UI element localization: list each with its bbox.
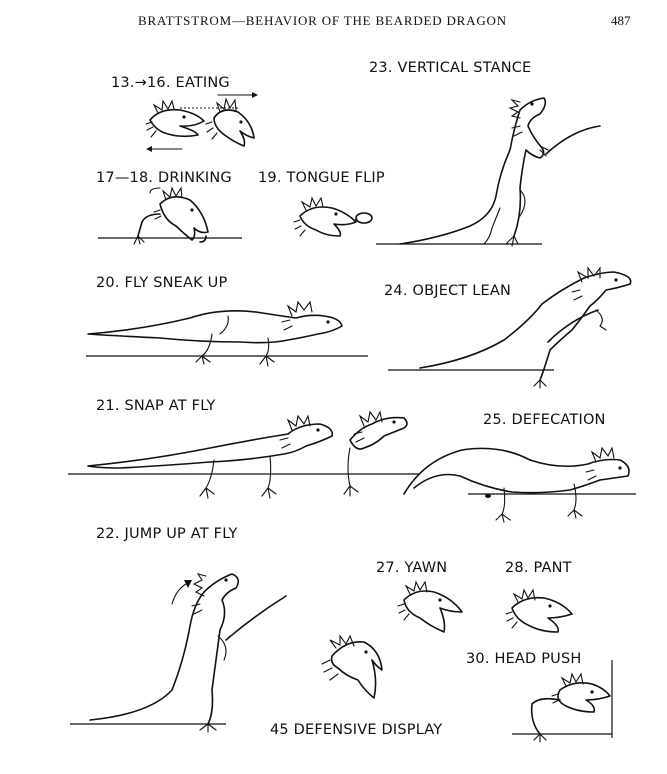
running-head: BRATTSTROM—BEHAVIOR OF THE BEARDED DRAGO…: [138, 13, 507, 28]
object-lean-drawing: [388, 266, 632, 389]
label-vertical-stance: 23. VERTICAL STANCE: [369, 60, 532, 76]
label-jump-up-at-fly: 22. JUMP UP AT FLY: [96, 526, 238, 542]
head-push-drawing: [512, 660, 613, 743]
label-snap-at-fly: 21. SNAP AT FLY: [96, 398, 216, 414]
label-eating: 13.→16. EATING: [111, 75, 230, 91]
page-number: 487: [611, 13, 631, 28]
defensive-display-drawing: [321, 634, 383, 699]
label-drinking: 17—18. DRINKING: [96, 170, 232, 186]
yawn-drawing: [397, 580, 463, 633]
jump-up-at-fly-drawing: [70, 573, 287, 733]
tongue-flip-drawing: [293, 196, 373, 237]
page-header: BRATTSTROM—BEHAVIOR OF THE BEARDED DRAGO…: [0, 0, 667, 30]
label-defensive-display: 45 DEFENSIVE DISPLAY: [270, 722, 443, 738]
label-head-push: 30. HEAD PUSH: [466, 651, 582, 667]
label-yawn: 27. YAWN: [376, 560, 448, 576]
label-pant: 28. PANT: [505, 560, 572, 576]
label-tongue-flip: 19. TONGUE FLIP: [258, 170, 385, 186]
snap-at-fly-drawing: [68, 410, 420, 499]
vertical-stance-drawing: [376, 97, 601, 247]
eating-drawing: [145, 92, 258, 152]
drinking-drawing: [98, 186, 242, 245]
label-defecation: 25. DEFECATION: [483, 412, 606, 428]
label-fly-sneak-up: 20. FLY SNEAK UP: [96, 275, 228, 291]
label-object-lean: 24. OBJECT LEAN: [384, 283, 512, 299]
defecation-drawing: [403, 446, 636, 523]
pant-drawing: [505, 588, 573, 633]
fly-sneak-up-drawing: [86, 300, 368, 367]
